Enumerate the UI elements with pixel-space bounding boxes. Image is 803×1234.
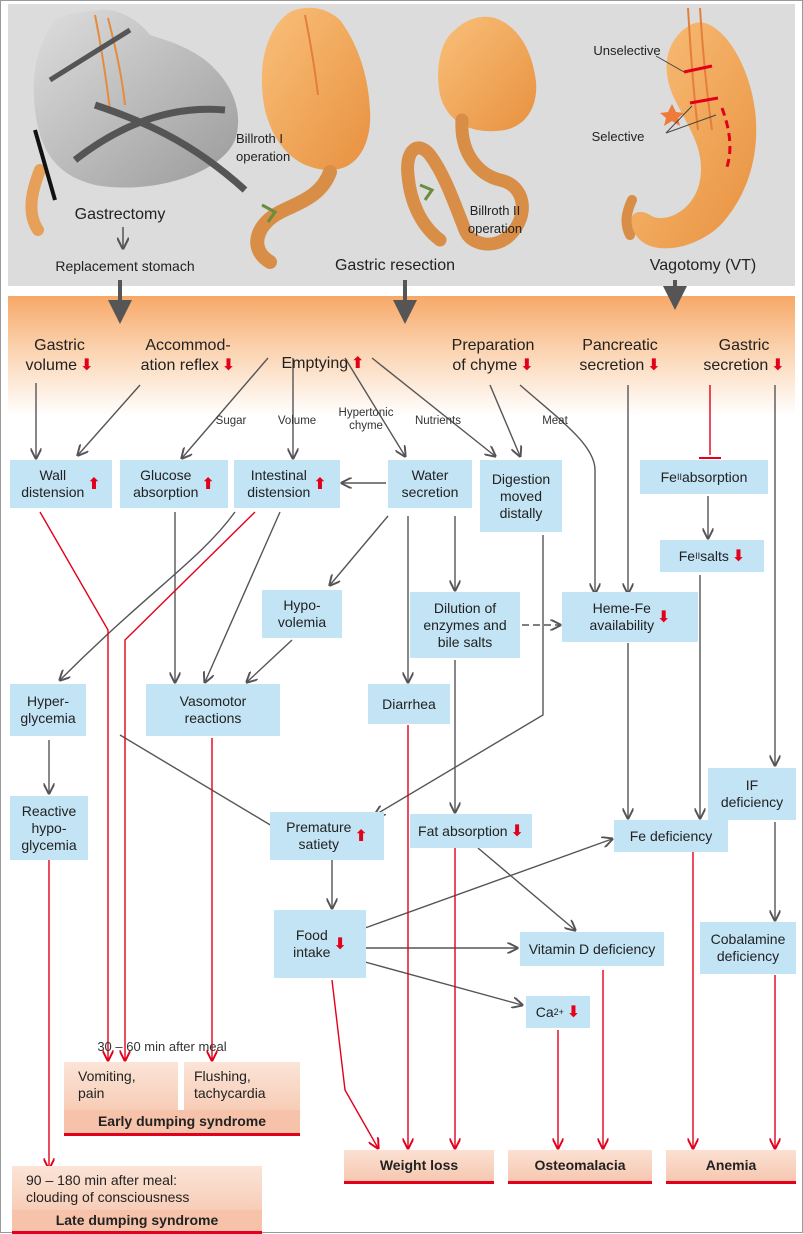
fat-absorption-text: Fat absorption xyxy=(418,822,508,839)
food-intake-text: Food intake xyxy=(293,927,331,960)
glucose-absorption-box: Glucose absorption⬆ xyxy=(120,460,228,508)
osteomalacia-box: Osteomalacia xyxy=(508,1150,652,1184)
diarrhea-box: Diarrhea xyxy=(368,684,450,724)
preparation-chyme-effect: Preparation of chyme⬇ xyxy=(428,336,558,376)
late-time-box: 90 – 180 min after meal: clouding of con… xyxy=(12,1166,262,1210)
billroth-2-label: Billroth II operation xyxy=(467,203,523,236)
food-intake-box: Food intake⬇ xyxy=(274,910,366,978)
pancreatic-secretion-effect: Pancreatic secretion⬇ xyxy=(560,336,680,376)
glucose-absorption-text: Glucose absorption xyxy=(133,467,199,500)
gastric-volume-effect: Gastric volume⬇ xyxy=(12,336,107,376)
vitamin-d-deficiency-box: Vitamin D deficiency xyxy=(520,932,664,966)
accommodation-effect: Accommod- ation reflex⬇ xyxy=(118,336,258,376)
premature-satiety-text: Premature satiety xyxy=(286,819,352,852)
arrow-down-icon: ⬇ xyxy=(731,547,746,565)
arrow-up-icon: ⬆ xyxy=(87,475,101,493)
reactive-hypoglycemia-box: Reactive hypo- glycemia xyxy=(10,796,88,860)
emptying-effect: Emptying⬆ xyxy=(258,355,388,373)
early-dumping-syndrome-label: Early dumping syndrome xyxy=(64,1110,300,1136)
arrow-down-icon: ⬇ xyxy=(221,357,236,374)
heme-fe-box: Heme-Fe availability⬇ xyxy=(562,592,698,642)
selective-label: Selective xyxy=(591,129,645,144)
heme-fe-text: Heme-Fe availability xyxy=(589,600,655,633)
arrow-down-icon: ⬇ xyxy=(657,608,671,626)
hyperglycemia-box: Hyper- glycemia xyxy=(10,684,86,736)
billroth-1-stomach-illustration xyxy=(250,7,371,269)
fe-salts-text: Fe xyxy=(678,547,696,564)
gastrectomy-label: Gastrectomy xyxy=(74,206,166,223)
arrow-up-icon: ⬆ xyxy=(351,355,365,372)
gastric-resection-label: Gastric resection xyxy=(334,257,456,274)
digestion-distally-box: Digestion moved distally xyxy=(480,460,562,532)
arrow-down-icon: ⬇ xyxy=(566,1003,581,1021)
early-time-label: 30 – 60 min after meal xyxy=(97,1039,227,1054)
intestinal-distension-box: Intestinal distension⬆ xyxy=(234,460,340,508)
billroth-1-label: Billroth I operation xyxy=(236,131,291,164)
billroth-2-stomach-illustration xyxy=(401,16,537,251)
fe-salts-sup: II xyxy=(695,550,701,561)
gastrectomy-stomach-illustration xyxy=(25,9,248,236)
unselective-label: Unselective xyxy=(593,43,661,58)
fe-salts-rest: salts xyxy=(700,547,729,564)
wall-distension-text: Wall distension xyxy=(21,467,85,500)
sugar-label: Sugar xyxy=(215,415,247,427)
accommodation-text: Accommod- ation reflex xyxy=(140,337,231,374)
wall-distension-box: Wall distension⬆ xyxy=(10,460,112,508)
if-deficiency-box: IF deficiency xyxy=(708,768,796,820)
volume-label: Volume xyxy=(277,415,317,427)
late-dumping-syndrome-label: Late dumping syndrome xyxy=(12,1210,262,1234)
flushing-tachycardia-box: Flushing, tachycardia xyxy=(184,1062,300,1110)
premature-satiety-box: Premature satiety⬆ xyxy=(270,812,384,860)
calcium-text: Ca xyxy=(535,1003,554,1020)
gastric-secretion-effect: Gastric secretion⬇ xyxy=(690,336,798,376)
calcium-sup: 2+ xyxy=(553,1006,564,1017)
water-secretion-box: Water secretion xyxy=(388,460,472,508)
cobalamine-deficiency-box: Cobalamine deficiency xyxy=(700,922,796,974)
arrow-up-icon: ⬆ xyxy=(354,827,368,845)
arrow-down-icon: ⬇ xyxy=(333,935,347,953)
fe-absorption-text: Fe xyxy=(660,468,677,485)
gastric-secretion-text: Gastric secretion xyxy=(703,337,770,374)
preparation-chyme-text: Preparation of chyme xyxy=(451,337,535,374)
vomiting-pain-box: Vomiting, pain xyxy=(64,1062,178,1110)
vagotomy-label: Vagotomy (VT) xyxy=(649,257,757,274)
meat-label: Meat xyxy=(542,415,568,427)
arrow-down-icon: ⬇ xyxy=(80,357,94,374)
arrow-down-icon: ⬇ xyxy=(771,357,785,374)
vasomotor-box: Vasomotor reactions xyxy=(146,684,280,736)
intestinal-distension-text: Intestinal distension xyxy=(247,467,311,500)
hypovolemia-box: Hypo- volemia xyxy=(262,590,342,638)
dilution-box: Dilution of enzymes and bile salts xyxy=(410,592,520,658)
emptying-text: Emptying xyxy=(281,355,349,372)
replacement-stomach-label: Replacement stomach xyxy=(55,258,195,274)
anemia-box: Anemia xyxy=(666,1150,796,1184)
arrow-down-icon: ⬇ xyxy=(510,822,524,840)
arrow-down-icon: ⬇ xyxy=(520,357,534,374)
fe-deficiency-box: Fe deficiency xyxy=(614,820,728,852)
arrow-down-icon: ⬇ xyxy=(647,357,661,374)
fe-absorption-sup: II xyxy=(676,471,682,482)
weight-loss-box: Weight loss xyxy=(344,1150,494,1184)
hypertonic-chyme-label: Hypertonic chyme xyxy=(338,407,394,432)
arrow-up-icon: ⬆ xyxy=(313,475,327,493)
arrow-up-icon: ⬆ xyxy=(201,475,215,493)
vagotomy-stomach-illustration xyxy=(621,7,757,249)
nutrients-label: Nutrients xyxy=(414,415,462,427)
gastric-volume-text: Gastric volume xyxy=(25,337,85,374)
fe-absorption-rest: absorption xyxy=(681,468,748,485)
early-dumping-group: Vomiting, pain Flushing, tachycardia Ear… xyxy=(64,1062,300,1136)
pancreatic-secretion-text: Pancreatic secretion xyxy=(579,337,658,374)
fat-absorption-box: Fat absorption⬇ xyxy=(410,814,532,848)
late-dumping-group: 90 – 180 min after meal: clouding of con… xyxy=(12,1166,262,1234)
